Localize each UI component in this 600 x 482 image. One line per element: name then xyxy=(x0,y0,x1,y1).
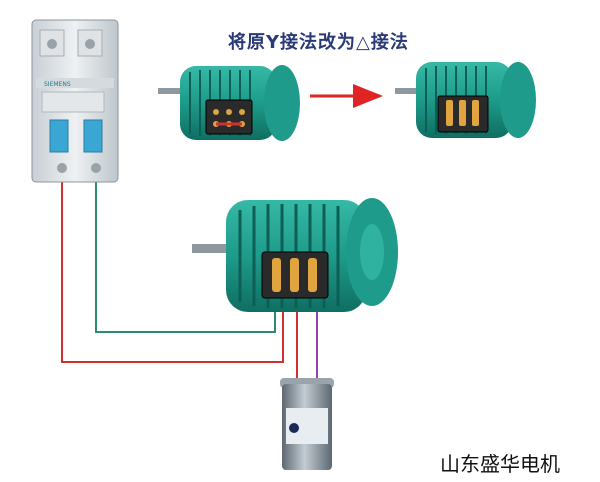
capacitor xyxy=(280,378,334,470)
watermark-text: 山东盛华电机 xyxy=(440,452,560,476)
motor-main xyxy=(192,198,398,312)
motor-star-connection xyxy=(158,65,300,141)
red-wire xyxy=(61,180,284,363)
motor-delta-connection xyxy=(395,62,536,138)
caption-text: 将原Y接法改为△接法 xyxy=(228,32,409,53)
green-wire xyxy=(95,180,276,333)
breaker-brand: SIEMENS xyxy=(44,81,71,88)
circuit-breaker: SIEMENS xyxy=(31,19,119,183)
